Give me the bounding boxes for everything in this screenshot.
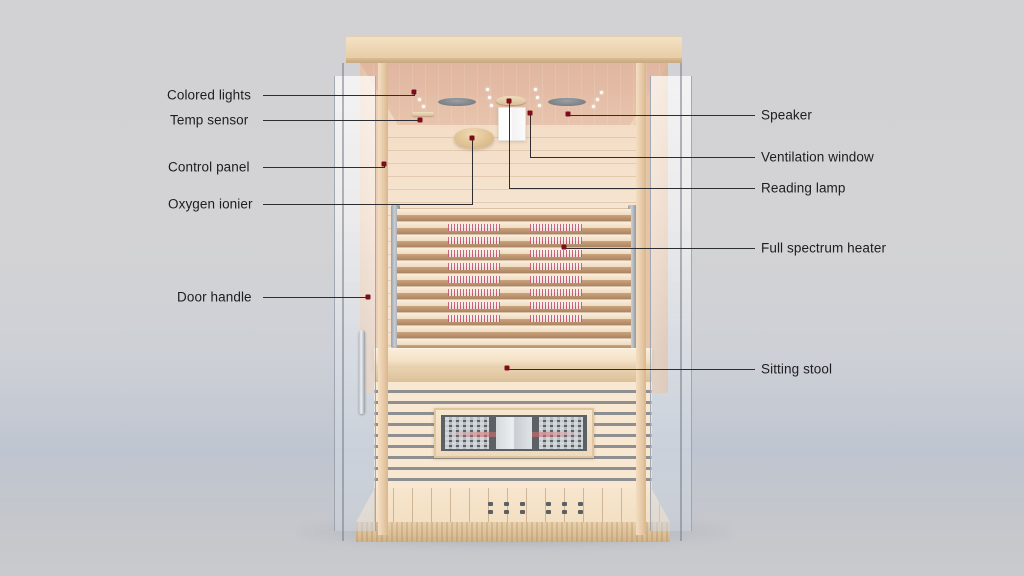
colored-lights-led bbox=[534, 88, 537, 91]
callout-label-door-handle: Door handle bbox=[177, 289, 252, 305]
floor-drain-hole bbox=[520, 502, 525, 506]
floor-drain-hole bbox=[520, 510, 525, 514]
floor-drain-hole bbox=[546, 510, 551, 514]
callout-label-colored-lights: Colored lights bbox=[167, 87, 251, 103]
callout-dot-door-handle bbox=[365, 294, 371, 300]
leader-line-temp-sensor bbox=[263, 120, 420, 121]
door-frame-left bbox=[378, 63, 388, 535]
lower-calf-heater bbox=[434, 408, 594, 458]
heater-slat bbox=[397, 261, 631, 274]
glass-door-left[interactable] bbox=[334, 76, 376, 531]
leader-line-control-panel bbox=[263, 167, 384, 168]
temp-sensor-probe bbox=[412, 112, 434, 116]
callout-label-reading-lamp: Reading lamp bbox=[761, 180, 846, 196]
floor-drain-hole bbox=[578, 510, 583, 514]
cabin-roof-edge bbox=[346, 58, 682, 63]
sauna-cabin bbox=[334, 36, 692, 542]
leader-line-speaker bbox=[568, 115, 755, 116]
floor-deck-grain bbox=[356, 522, 670, 542]
floor-drain-hole bbox=[562, 510, 567, 514]
heater-rail-right bbox=[628, 205, 637, 348]
leader-line-reading-lamp-drop bbox=[509, 101, 510, 189]
glass-door-right[interactable] bbox=[650, 76, 692, 531]
floor-drain-hole bbox=[504, 502, 509, 506]
ceiling-speaker-grill bbox=[438, 98, 476, 106]
colored-lights-led bbox=[488, 96, 491, 99]
heater-slat bbox=[397, 313, 631, 326]
leader-line-ventilation-window bbox=[530, 157, 755, 158]
door-handle-bar[interactable] bbox=[359, 330, 365, 414]
leader-line-door-handle bbox=[263, 297, 368, 298]
heater-slat bbox=[397, 248, 631, 261]
floor-drain-hole bbox=[546, 502, 551, 506]
leader-line-reading-lamp bbox=[509, 188, 755, 189]
door-frame-right bbox=[636, 63, 646, 535]
callout-label-oxygen-ionier: Oxygen ionier bbox=[168, 196, 253, 212]
callout-label-speaker: Speaker bbox=[761, 107, 812, 123]
leader-line-ventilation-window-drop bbox=[530, 113, 531, 158]
lower-heater-center bbox=[496, 417, 532, 449]
callout-dot-reading-lamp bbox=[506, 98, 512, 104]
floor-deck-front bbox=[356, 522, 670, 542]
floor-drain-hole bbox=[562, 502, 567, 506]
callout-label-full-spectrum-heater: Full spectrum heater bbox=[761, 240, 887, 256]
heater-slat bbox=[397, 287, 631, 300]
floor-deck-planks bbox=[356, 488, 670, 522]
heater-slat bbox=[397, 300, 631, 313]
colored-lights-led bbox=[600, 91, 603, 94]
leader-line-sitting-stool bbox=[507, 369, 755, 370]
callout-dot-control-panel bbox=[381, 161, 387, 167]
lower-heater-grill bbox=[441, 415, 587, 451]
floor-drain-hole bbox=[578, 502, 583, 506]
callout-dot-speaker bbox=[565, 111, 571, 117]
heater-slat bbox=[397, 326, 631, 339]
colored-lights-led bbox=[486, 88, 489, 91]
colored-lights-led bbox=[422, 105, 425, 108]
colored-lights-led bbox=[536, 96, 539, 99]
heater-slat bbox=[397, 235, 631, 248]
callout-label-sitting-stool: Sitting stool bbox=[761, 361, 833, 377]
heater-slat bbox=[397, 274, 631, 287]
cabin-ceiling bbox=[360, 63, 668, 125]
reading-lamp-fixture[interactable] bbox=[498, 107, 526, 141]
callout-label-temp-sensor: Temp sensor bbox=[170, 112, 249, 128]
floor-drain-hole bbox=[488, 510, 493, 514]
callout-dot-colored-lights bbox=[411, 89, 417, 95]
colored-lights-led bbox=[596, 98, 599, 101]
colored-lights-led bbox=[418, 98, 421, 101]
leader-line-oxygen-ionier bbox=[263, 204, 472, 205]
floor-drain-hole bbox=[488, 502, 493, 506]
colored-lights-led bbox=[592, 105, 595, 108]
leader-line-colored-lights bbox=[263, 95, 414, 96]
cabin-roof bbox=[346, 36, 682, 59]
callout-label-control-panel: Control panel bbox=[168, 159, 250, 175]
floor-deck bbox=[356, 488, 670, 522]
callout-dot-sitting-stool bbox=[504, 365, 510, 371]
leader-line-oxygen-ionier-drop bbox=[472, 138, 473, 205]
colored-lights-led bbox=[490, 104, 493, 107]
leader-line-full-spectrum-heater bbox=[564, 248, 755, 249]
sitting-stool-front bbox=[374, 368, 652, 382]
cabin-outer-edge-right bbox=[680, 63, 682, 541]
lower-slat-wall bbox=[374, 382, 652, 488]
heater-slat bbox=[397, 209, 631, 222]
cabin-outer-edge-left bbox=[342, 63, 344, 541]
full-spectrum-heater-panel bbox=[391, 205, 637, 352]
callout-label-ventilation-window: Ventilation window bbox=[761, 149, 874, 165]
callout-dot-oxygen-ionier bbox=[469, 135, 475, 141]
ceiling-speaker-grill bbox=[548, 98, 586, 106]
floor-drain-hole bbox=[504, 510, 509, 514]
callout-dot-ventilation-window bbox=[527, 110, 533, 116]
heater-rail-left bbox=[391, 205, 400, 348]
callout-dot-full-spectrum-heater bbox=[561, 244, 567, 250]
heater-slat bbox=[397, 222, 631, 235]
callout-dot-temp-sensor bbox=[417, 117, 423, 123]
sitting-stool-bench bbox=[374, 348, 652, 369]
colored-lights-led bbox=[538, 104, 541, 107]
